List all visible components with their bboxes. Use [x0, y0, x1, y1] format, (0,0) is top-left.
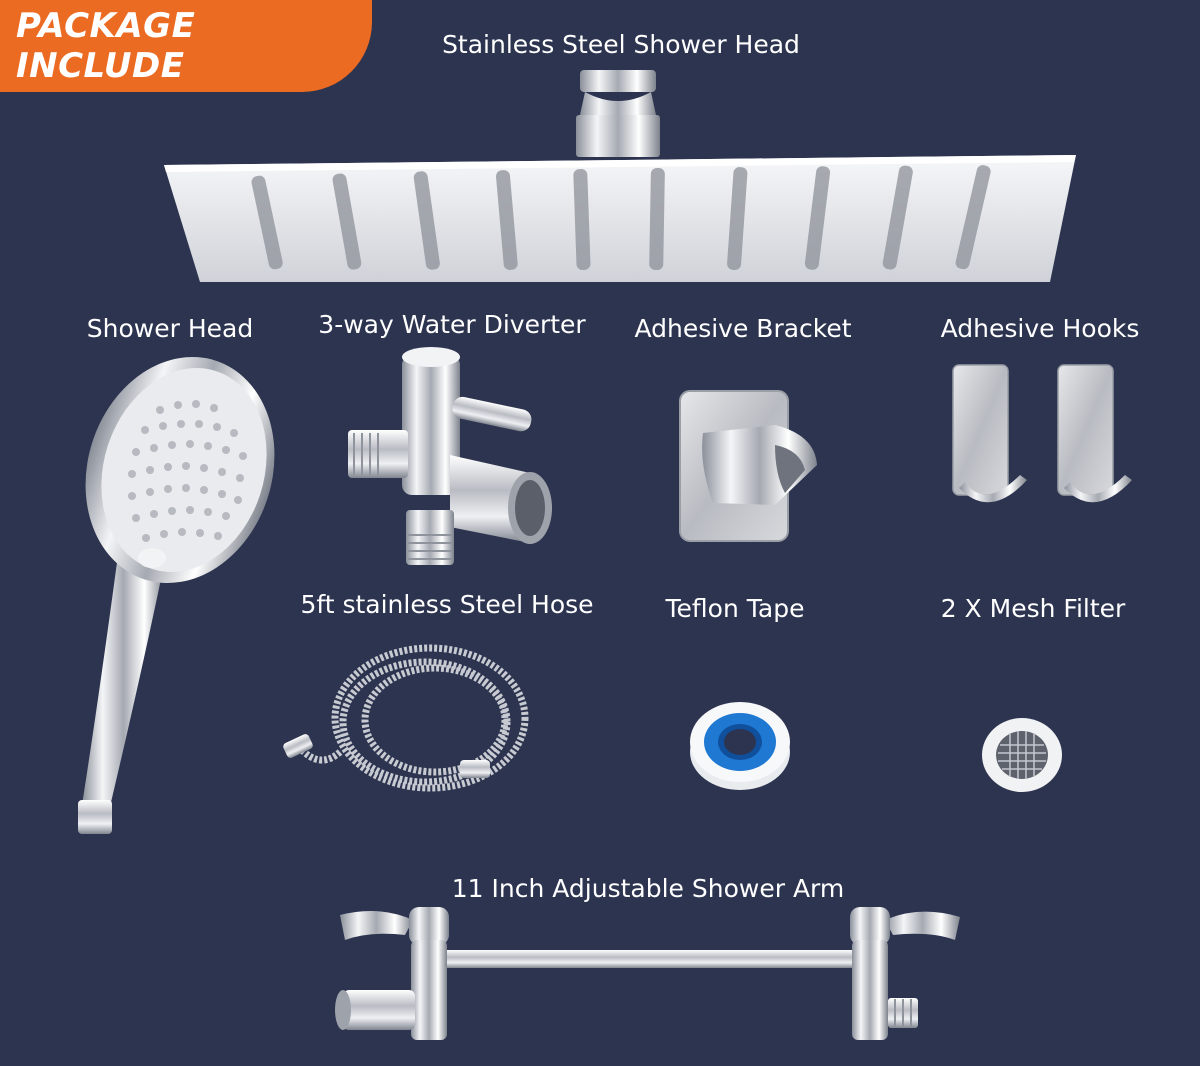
package-include-badge: PACKAGE INCLUDE — [0, 0, 372, 92]
label-hooks: Adhesive Hooks — [940, 314, 1140, 343]
label-diverter: 3-way Water Diverter — [318, 310, 586, 339]
shower-arm-image — [335, 907, 960, 1040]
mesh-filter-image — [982, 718, 1062, 792]
label-tape: Teflon Tape — [665, 594, 805, 623]
adhesive-bracket-image — [679, 390, 817, 542]
label-rain-head: Stainless Steel Shower Head — [442, 30, 800, 59]
label-arm: 11 Inch Adjustable Shower Arm — [451, 874, 845, 903]
badge-text: PACKAGE INCLUDE — [16, 6, 196, 86]
label-hose: 5ft stainless Steel Hose — [300, 590, 594, 619]
hose-image — [283, 644, 529, 792]
hook-right — [1057, 364, 1132, 503]
rain-shower-head-image — [164, 70, 1076, 282]
hook-left — [952, 364, 1027, 503]
diverter-image — [348, 347, 552, 565]
hand-shower-image — [78, 356, 275, 834]
label-hand-shower: Shower Head — [86, 314, 254, 343]
adhesive-hooks-image — [952, 364, 1132, 503]
teflon-tape-image — [690, 702, 790, 790]
label-bracket: Adhesive Bracket — [634, 314, 852, 343]
label-filter: 2 X Mesh Filter — [940, 594, 1126, 623]
